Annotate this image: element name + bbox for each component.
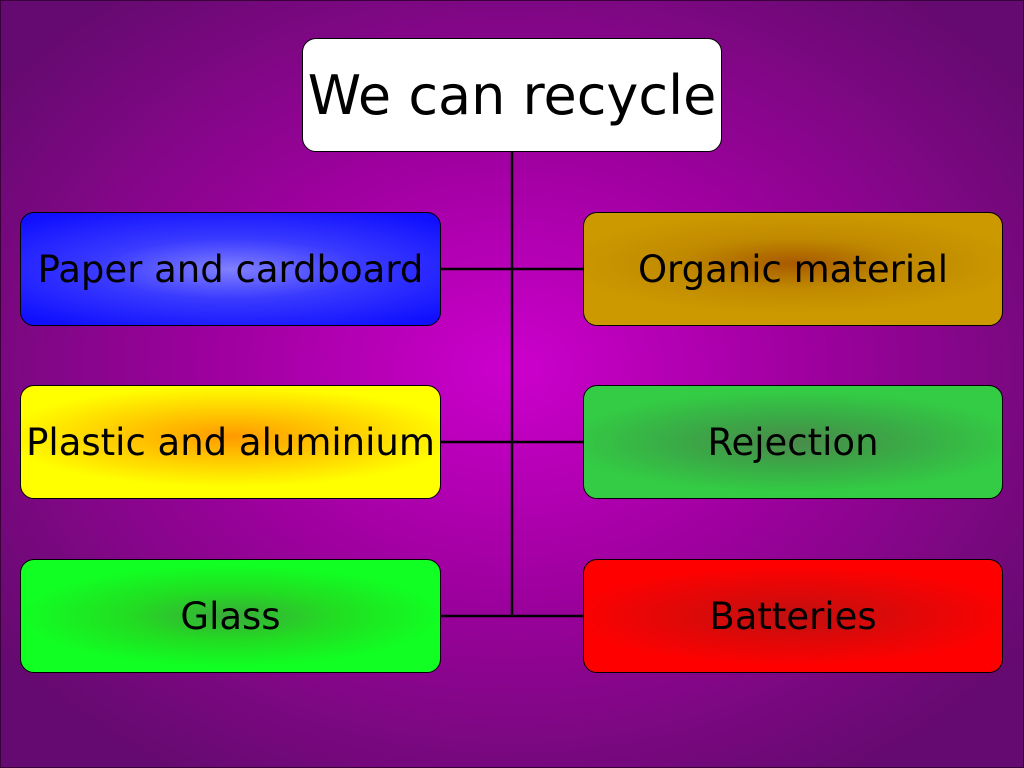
category-label-organic: Organic material: [637, 247, 949, 291]
category-box-paper: Paper and cardboard: [20, 212, 441, 326]
category-label-rejection: Rejection: [707, 420, 879, 464]
category-label-paper: Paper and cardboard: [37, 247, 424, 291]
category-box-plastic: Plastic and aluminium: [20, 385, 441, 499]
category-label-glass: Glass: [180, 594, 281, 638]
category-label-batteries: Batteries: [709, 594, 877, 638]
category-box-glass: Glass: [20, 559, 441, 673]
category-box-organic: Organic material: [583, 212, 1003, 326]
category-box-batteries: Batteries: [583, 559, 1003, 673]
title-text: We can recycle: [307, 63, 717, 127]
title-box: We can recycle: [302, 38, 722, 152]
category-box-rejection: Rejection: [583, 385, 1003, 499]
category-label-plastic: Plastic and aluminium: [26, 420, 435, 464]
